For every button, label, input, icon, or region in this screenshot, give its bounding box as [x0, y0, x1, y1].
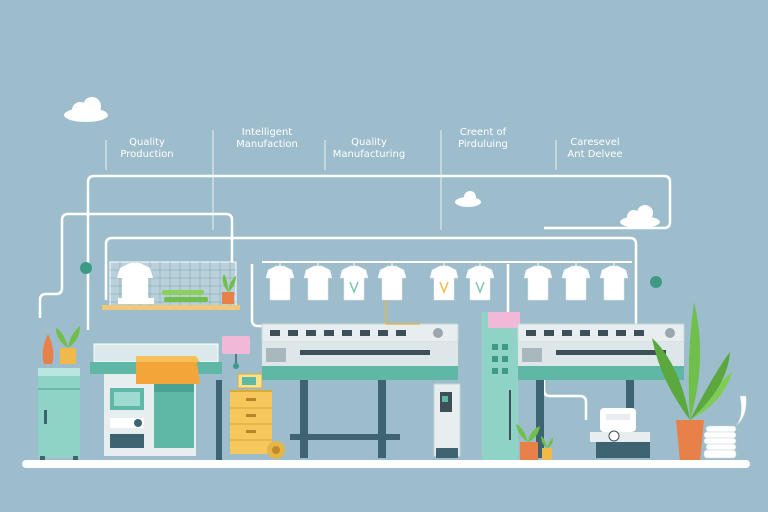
control-tower: [433, 383, 461, 458]
left-cabinet: [38, 326, 80, 462]
plant-icon: [652, 302, 732, 462]
display-shelf: [102, 261, 240, 310]
valve-icon: [650, 276, 662, 288]
cloud-icon: [455, 191, 481, 207]
central-machine: [261, 300, 459, 458]
pipe-network: [38, 174, 672, 420]
screen-badge: [222, 336, 250, 354]
valve-icon: [80, 262, 92, 274]
gear-icon: [267, 441, 285, 459]
cloud-icon: [620, 205, 660, 228]
right-control-cabinet: [482, 312, 520, 462]
plant-icon: [222, 274, 236, 304]
sewing-machine-icon: [590, 408, 650, 458]
plant-icon: [56, 326, 80, 364]
stacked-items: [703, 395, 747, 459]
tshirt-icon: [117, 263, 153, 302]
right-machine: [517, 323, 685, 458]
floor-line: [22, 460, 750, 468]
plant-icon: [516, 424, 553, 460]
sewing-station: [90, 336, 250, 462]
hanging-garments: [262, 261, 632, 301]
drawer-unit: [230, 373, 285, 459]
cloud-icon: [64, 97, 108, 122]
